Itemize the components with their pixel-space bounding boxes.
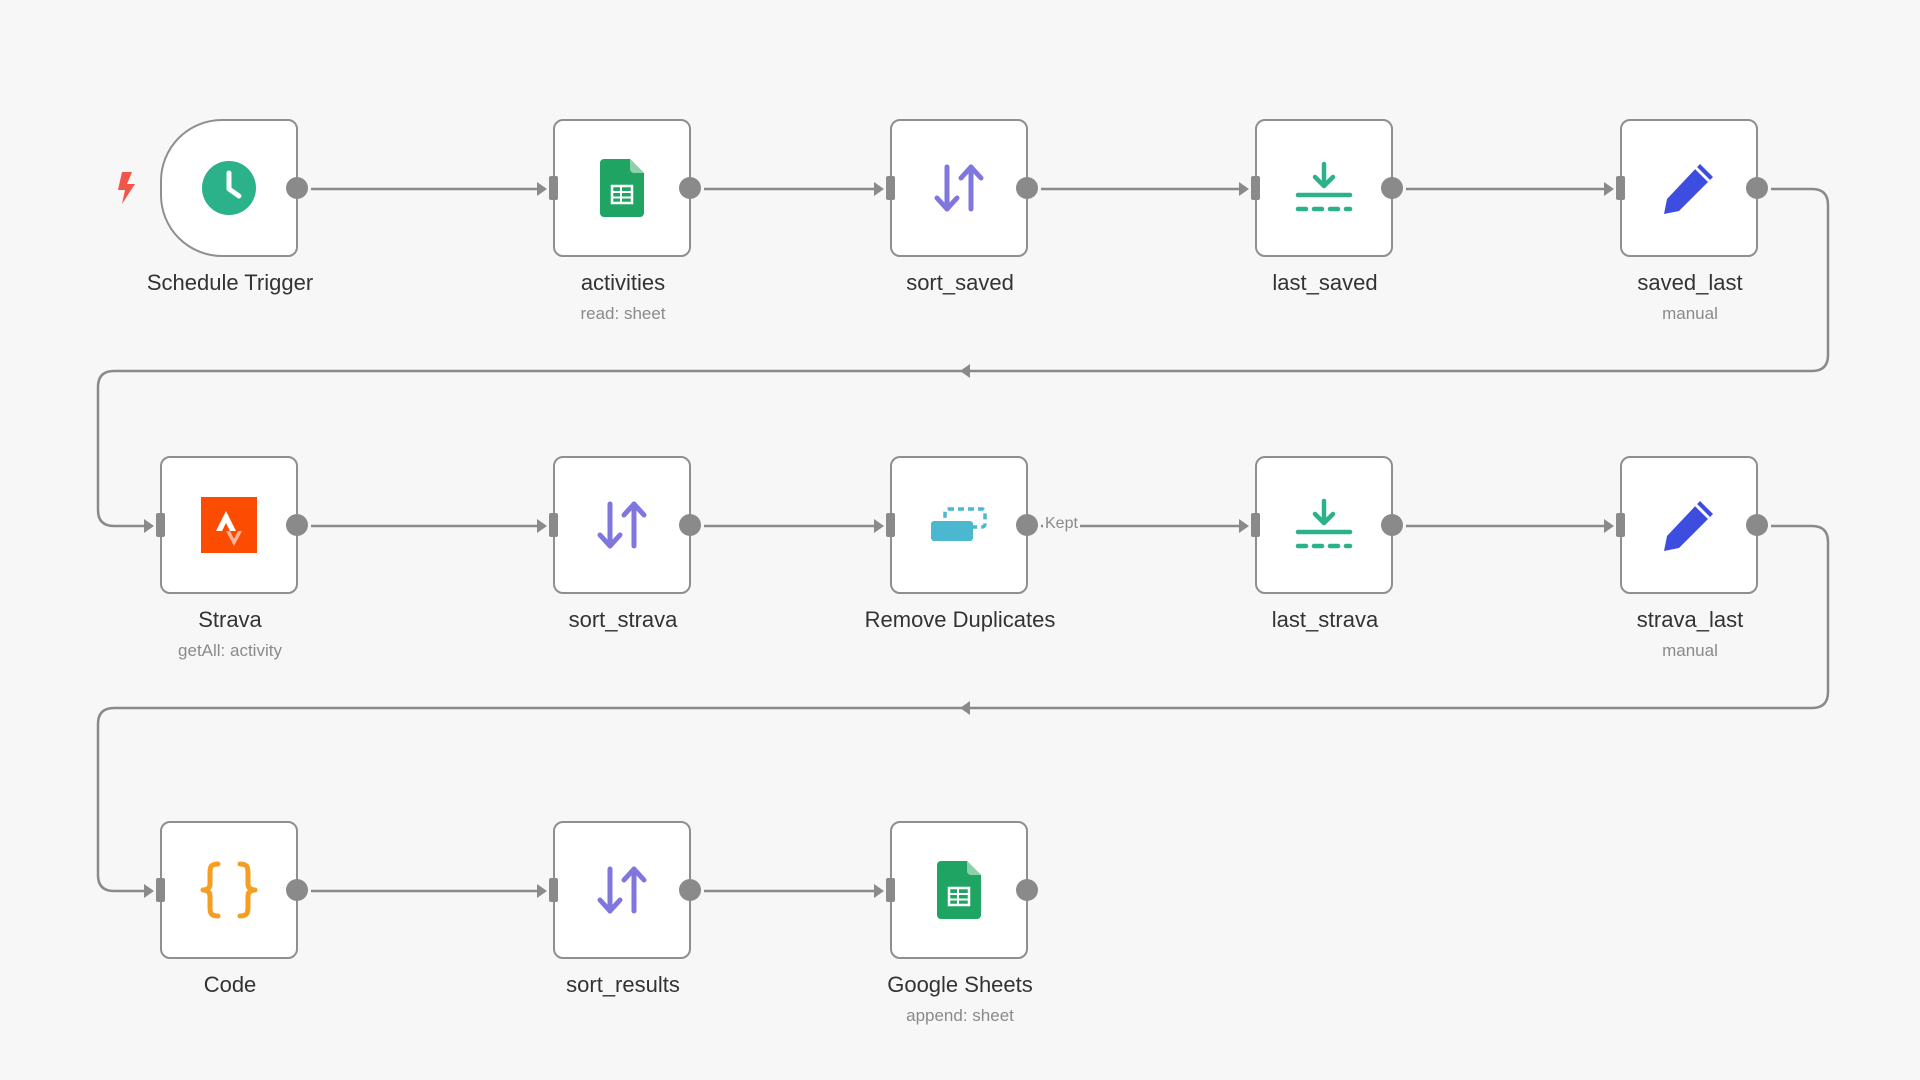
connection-arrow: [1604, 519, 1614, 533]
node-schedule-trigger[interactable]: [160, 119, 308, 257]
input-handle[interactable]: [1251, 513, 1260, 537]
node-subtitle: manual: [1662, 304, 1718, 323]
node-title: strava_last: [1636, 607, 1744, 632]
sort-arrows-icon: [927, 156, 991, 220]
node-title: Strava: [198, 607, 262, 632]
node-strava-last[interactable]: [1616, 456, 1768, 594]
connection-arrow: [1604, 182, 1614, 196]
output-handle[interactable]: [679, 879, 701, 901]
input-handle[interactable]: [1616, 513, 1625, 537]
clock-icon: [197, 156, 261, 220]
node-last-strava[interactable]: [1251, 456, 1403, 594]
connection-arrow: [537, 884, 547, 898]
node-title: sort_saved: [906, 270, 1014, 295]
output-handle[interactable]: [1016, 177, 1038, 199]
node-activities[interactable]: [549, 119, 701, 257]
node-sort-strava[interactable]: [549, 456, 701, 594]
node-title: Schedule Trigger: [146, 270, 314, 295]
sort-arrows-icon: [590, 858, 654, 922]
connection-arrow: [874, 182, 884, 196]
node-title: sort_results: [566, 972, 680, 997]
output-handle[interactable]: [286, 514, 308, 536]
strava-icon: [197, 493, 261, 557]
input-handle[interactable]: [886, 878, 895, 902]
node-subtitle: append: sheet: [906, 1006, 1014, 1025]
node-sort-saved[interactable]: [886, 119, 1038, 257]
output-handle[interactable]: [1016, 514, 1038, 536]
output-handle[interactable]: [286, 177, 308, 199]
pencil-icon: [1657, 156, 1721, 220]
input-handle[interactable]: [886, 176, 895, 200]
node-title: last_strava: [1271, 607, 1379, 632]
node-title: Code: [203, 972, 257, 997]
node-code[interactable]: [156, 821, 308, 959]
input-handle[interactable]: [1616, 176, 1625, 200]
node-title: last_saved: [1272, 270, 1378, 295]
input-handle[interactable]: [549, 176, 558, 200]
connection-arrow: [960, 364, 970, 378]
node-title: Remove Duplicates: [864, 607, 1056, 632]
node-subtitle: manual: [1662, 641, 1718, 660]
output-handle[interactable]: [1746, 177, 1768, 199]
node-title: sort_strava: [568, 607, 678, 632]
connection-arrow: [1239, 519, 1249, 533]
node-sort-results[interactable]: [549, 821, 701, 959]
node-title: saved_last: [1637, 270, 1743, 295]
sort-arrows-icon: [590, 493, 654, 557]
output-handle[interactable]: [1016, 879, 1038, 901]
node-last-saved[interactable]: [1251, 119, 1403, 257]
connection-arrow: [874, 519, 884, 533]
node-strava[interactable]: [156, 456, 308, 594]
connection-arrow: [537, 519, 547, 533]
trigger-bolt-icon: [118, 172, 135, 204]
node-remove-duplicates[interactable]: [886, 456, 1038, 594]
google-sheets-icon: [590, 156, 654, 220]
connection-arrow: [1239, 182, 1249, 196]
node-google-sheets[interactable]: [886, 821, 1038, 959]
output-handle[interactable]: [679, 514, 701, 536]
node-title: Google Sheets: [887, 972, 1033, 997]
edge-label-kept: Kept: [1043, 515, 1080, 533]
input-handle[interactable]: [1251, 176, 1260, 200]
download-limit-icon: [1292, 493, 1356, 557]
connection-arrow: [144, 519, 154, 533]
curly-braces-icon: [197, 858, 261, 922]
download-limit-icon: [1292, 156, 1356, 220]
pencil-icon: [1657, 493, 1721, 557]
output-handle[interactable]: [1381, 177, 1403, 199]
output-handle[interactable]: [1381, 514, 1403, 536]
input-handle[interactable]: [156, 513, 165, 537]
input-handle[interactable]: [886, 513, 895, 537]
connection-arrow: [960, 701, 970, 715]
google-sheets-icon: [927, 858, 991, 922]
remove-duplicates-icon: [927, 493, 991, 557]
input-handle[interactable]: [549, 513, 558, 537]
connection-arrow: [144, 884, 154, 898]
node-title: activities: [580, 270, 666, 295]
connection-arrow: [874, 884, 884, 898]
input-handle[interactable]: [156, 878, 165, 902]
node-subtitle: read: sheet: [580, 304, 666, 323]
node-saved-last[interactable]: [1616, 119, 1768, 257]
connection-arrow: [537, 182, 547, 196]
node-subtitle: getAll: activity: [178, 641, 282, 660]
input-handle[interactable]: [549, 878, 558, 902]
output-handle[interactable]: [1746, 514, 1768, 536]
output-handle[interactable]: [286, 879, 308, 901]
output-handle[interactable]: [679, 177, 701, 199]
